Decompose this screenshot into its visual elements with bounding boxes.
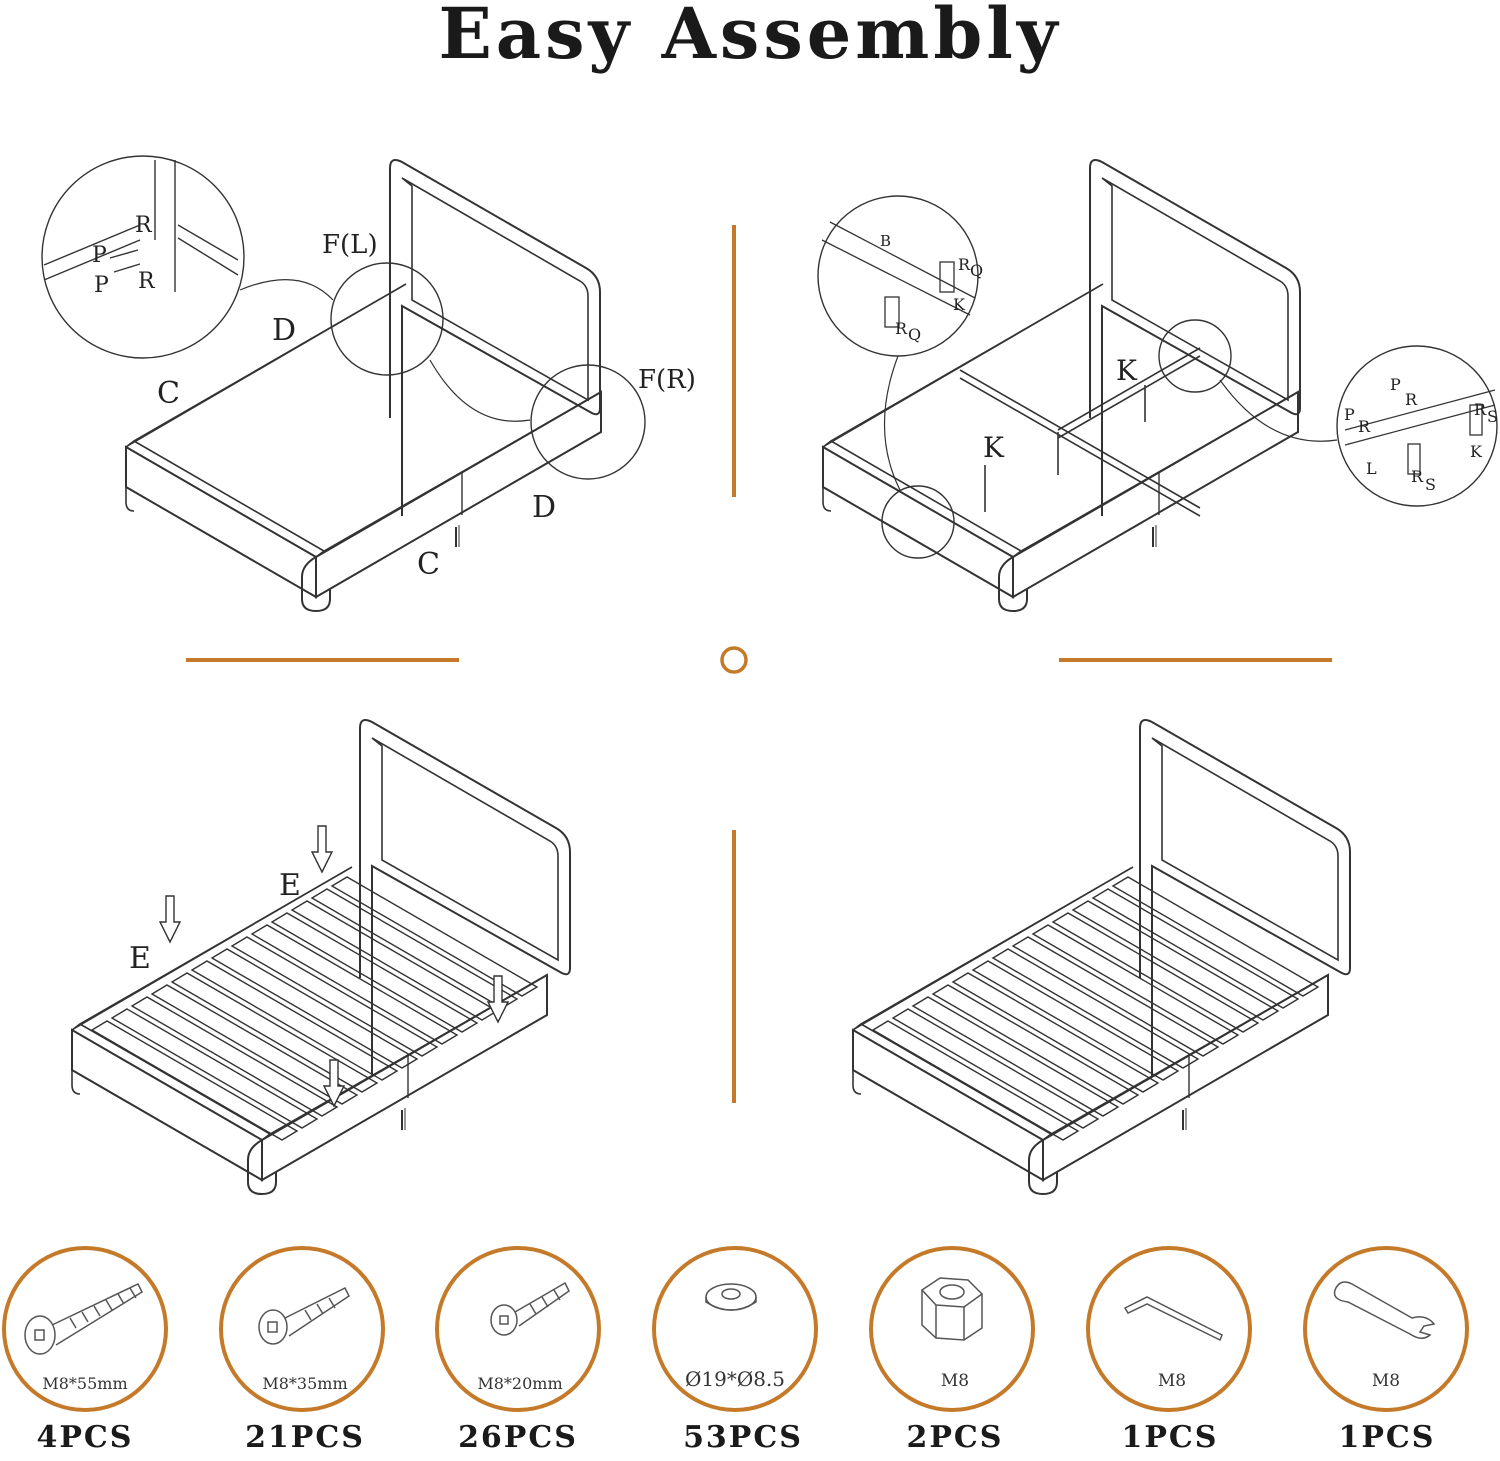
- svg-text:R: R: [1405, 390, 1418, 409]
- step4-diagram: [852, 719, 1351, 1195]
- wrench-icon: [1303, 1246, 1469, 1412]
- svg-text:L: L: [1366, 459, 1377, 478]
- svg-text:P: P: [94, 273, 109, 298]
- svg-text:R: R: [135, 213, 153, 238]
- hex-nut-icon: [869, 1246, 1035, 1412]
- part-size-label: M8*35mm: [262, 1374, 347, 1393]
- orange-dividers: [186, 225, 1332, 1103]
- part-size-label: M8*55mm: [42, 1374, 127, 1393]
- allen-key-icon: [1086, 1246, 1252, 1412]
- svg-text:R: R: [958, 255, 971, 274]
- svg-text:P: P: [92, 243, 107, 268]
- bolt-medium-icon: [219, 1246, 385, 1412]
- bolt-short-icon: [435, 1246, 601, 1412]
- part-size-label: M8: [941, 1371, 969, 1391]
- step1-diagram: R P P R C D F(L) F(R) D C: [41, 155, 696, 612]
- part-size-label: Ø19*Ø8.5: [685, 1367, 785, 1391]
- part-size-label: M8: [1372, 1371, 1400, 1391]
- svg-text:Q: Q: [908, 325, 921, 344]
- part-quantity: 2PCS: [906, 1420, 1004, 1455]
- svg-text:Q: Q: [970, 261, 983, 280]
- svg-text:K: K: [983, 431, 1005, 464]
- svg-text:R: R: [138, 269, 156, 294]
- part-quantity: 4PCS: [36, 1420, 134, 1455]
- svg-text:D: D: [532, 490, 556, 525]
- svg-text:B: B: [880, 232, 891, 250]
- part-size-label: M8*20mm: [477, 1374, 562, 1393]
- washer-icon: [652, 1246, 818, 1412]
- svg-text:R: R: [1474, 400, 1487, 419]
- bolt-long-icon: [2, 1246, 168, 1412]
- part-quantity: 1PCS: [1121, 1420, 1219, 1455]
- svg-text:E: E: [129, 941, 151, 976]
- svg-text:F(R): F(R): [638, 365, 696, 395]
- svg-text:S: S: [1425, 475, 1436, 494]
- step2-diagram: B R Q K R Q K K P R P R R S K L R S: [817, 159, 1498, 612]
- svg-text:R: R: [1358, 417, 1371, 436]
- svg-text:R: R: [1411, 467, 1424, 486]
- part-quantity: 26PCS: [458, 1420, 578, 1455]
- svg-text:S: S: [1487, 407, 1498, 426]
- svg-text:C: C: [417, 547, 440, 582]
- part-quantity: 21PCS: [245, 1420, 365, 1455]
- svg-text:E: E: [279, 868, 301, 903]
- svg-text:P: P: [1390, 375, 1401, 394]
- step3-diagram: E E: [71, 719, 571, 1195]
- part-size-label: M8: [1158, 1371, 1186, 1391]
- svg-text:R: R: [895, 319, 908, 338]
- svg-text:K: K: [953, 295, 966, 314]
- svg-text:K: K: [1116, 354, 1138, 387]
- part-quantity: 1PCS: [1338, 1420, 1436, 1455]
- parts-row: M8*55mm M8*35mm M8*20mm: [2, 1246, 1469, 1412]
- svg-text:C: C: [157, 376, 180, 411]
- page-title: Easy Assembly: [438, 0, 1062, 75]
- svg-text:P: P: [1344, 405, 1355, 424]
- svg-text:F(L): F(L): [322, 230, 378, 260]
- part-quantity: 53PCS: [683, 1420, 803, 1455]
- svg-text:D: D: [272, 313, 296, 348]
- svg-text:K: K: [1470, 442, 1483, 461]
